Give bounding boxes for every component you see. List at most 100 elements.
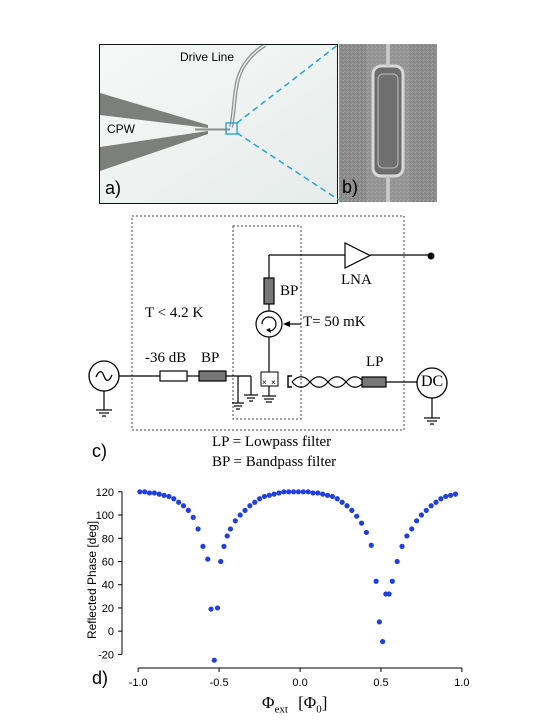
data-point [334,496,340,502]
data-point [161,492,167,498]
data-point [142,489,148,495]
data-point [252,499,258,505]
y-axis-label: Reflected Phase [deg] [85,520,99,640]
data-point [305,489,311,495]
zoom-connector-lines [236,43,340,201]
temp-4k-label: T < 4.2 K [145,305,204,321]
stage-50mk-box [232,225,302,420]
lp-filter [361,376,387,388]
y-tick-label: 120 [96,487,114,499]
data-point [156,491,162,497]
panel-c-label: c) [92,441,107,461]
data-point [166,493,172,500]
data-point [443,493,449,500]
y-tick-label: 60 [102,556,114,568]
temp-50mk-label: T= 50 mK [303,314,366,330]
bp-filter-output [263,277,275,305]
panel-b-label: b) [342,177,359,197]
data-point [180,503,187,509]
data-point [389,578,395,584]
data-point [379,639,386,645]
svg-text:×: × [262,378,267,387]
data-point [349,507,355,513]
x-axis-symbol: Φ [262,693,275,712]
y-tick-label: -20 [98,649,114,661]
y-tick-label: 40 [102,580,114,592]
x-axis-unit-subscript: 0 [316,703,322,716]
data-point [339,499,345,505]
panel-a-image: Drive Line CPW a) [99,44,338,204]
panel-b-image: b) [339,44,437,202]
x-tick-label: 0.5 [373,677,388,689]
data-point [329,493,336,500]
y-tick-label: 100 [96,510,114,522]
drive-line-label: Drive Line [180,50,235,64]
data-point [214,605,221,611]
data-point [146,490,153,496]
output-port [427,252,435,260]
data-point [224,533,230,539]
data-point [290,489,297,495]
data-point [428,503,434,509]
x-axis-unit-close: ] [321,693,328,712]
data-point [247,503,253,509]
legend-bp: BP = Bandpass filter [212,454,337,470]
lp-label: LP [366,354,384,370]
chart-points [137,489,459,663]
panel-d-label: d) [92,668,109,688]
x-tick-label: 0.0 [292,677,307,689]
bp-filter-input [198,370,227,382]
bp-input-label: BP [201,350,220,366]
x-axis-label: Φext [Φ0] [262,693,327,715]
data-point [452,491,459,497]
data-point [413,518,420,524]
attenuator-label: -36 dB [145,350,187,366]
data-point [176,499,182,505]
data-point [200,543,206,549]
data-point [218,558,224,565]
data-point [344,503,350,509]
data-point [315,490,321,496]
data-point [300,489,306,495]
cpw-lower-conductor [100,131,208,171]
data-point [295,489,302,495]
lna-amplifier [344,242,372,269]
data-point [404,533,410,539]
data-point [386,591,392,597]
data-point [286,489,292,495]
zoom-region-box [225,122,238,135]
y-tick-label: 80 [102,533,114,545]
data-point [232,518,238,524]
data-point [151,490,157,496]
x-axis-subscript: ext [274,703,288,716]
data-point [227,526,234,532]
panel-a-label: a) [105,178,122,198]
data-point [281,489,287,495]
data-point [376,619,382,625]
data-point [205,556,211,562]
data-point [447,492,454,498]
svg-text:×: × [271,378,276,387]
data-point [271,491,277,497]
data-point [137,489,143,495]
attenuator [159,370,188,382]
bp-output-label: BP [280,283,299,299]
data-point [438,496,444,502]
device-optical-image [100,45,337,203]
data-point [276,490,282,496]
x-tick-label: 1.0 [454,677,469,689]
data-point [208,606,214,612]
x-tick-label: -0.5 [210,677,229,689]
data-point [394,558,400,565]
data-point [423,507,429,513]
data-point [171,496,177,502]
data-point [310,490,316,496]
x-axis-unit: [Φ [298,693,317,712]
data-point [261,493,268,500]
data-point [418,512,425,518]
data-point [399,543,405,549]
stage-4k-box [131,215,405,431]
data-point [320,491,326,497]
